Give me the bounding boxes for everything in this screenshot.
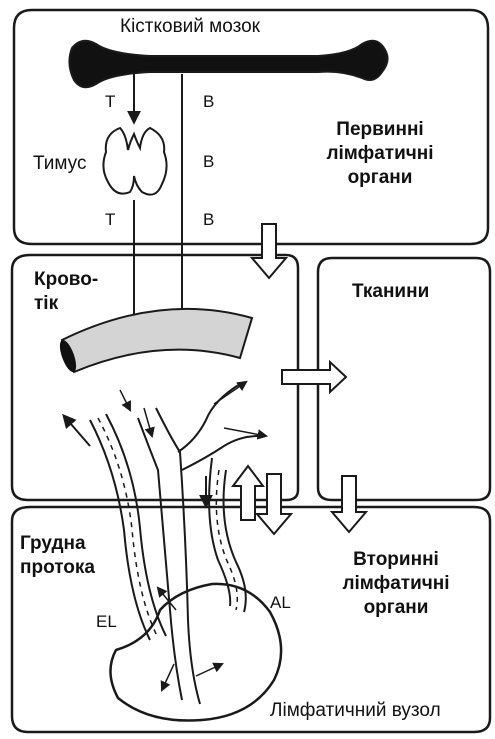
t-cell-label-bottom: T — [105, 210, 115, 230]
b-cell-label-2: B — [203, 152, 214, 172]
arrow-primary-to-blood — [252, 224, 286, 278]
bone-marrow-label: Кістковий мозок — [120, 16, 260, 38]
thymus-label: Тимус — [33, 153, 86, 175]
bloodstream-line-2: тік — [34, 292, 98, 316]
bloodstream-label: Крово- тік — [34, 268, 98, 316]
efferent-label: EL — [96, 612, 117, 632]
flow-arrow-2 — [224, 428, 266, 436]
afferent-label: AL — [270, 593, 291, 613]
primary-organs-line-2: лімфатичні — [300, 142, 460, 166]
t-cell-label-top: T — [105, 92, 115, 112]
tissues-label: Тканини — [352, 280, 429, 304]
primary-organs-line-3: органи — [300, 166, 460, 190]
thoracic-duct-line-2: протока — [20, 556, 95, 580]
primary-organs-line-1: Первинні — [300, 118, 460, 142]
primary-organs-label: Первинні лімфатичні органи — [300, 118, 460, 190]
flow-arrow-3 — [144, 408, 152, 436]
thoracic-duct-label: Грудна протока — [20, 532, 95, 580]
arrow-tissues-to-secondary — [332, 476, 366, 532]
arrow-secondary-to-blood — [233, 466, 263, 520]
thoracic-duct-exit-arrow — [64, 416, 90, 446]
bone-shape — [69, 41, 387, 87]
flow-arrow-4 — [120, 390, 130, 410]
thoracic-duct-line-1: Грудна — [20, 532, 95, 556]
arrow-blood-to-tissues — [282, 362, 346, 392]
flow-arrow-1 — [214, 382, 246, 404]
secondary-organs-line-3: органи — [316, 596, 476, 620]
venule-branch-lower — [182, 436, 258, 470]
thymus-shape — [103, 128, 166, 195]
blood-vessel — [62, 309, 252, 372]
bloodstream-line-1: Крово- — [34, 268, 98, 292]
secondary-organs-label: Вторинні лімфатичні органи — [316, 548, 476, 620]
arrow-blood-to-secondary — [257, 474, 291, 534]
thoracic-duct-flow — [98, 418, 158, 638]
lymph-node-label: Лімфатичний вузол — [270, 700, 441, 722]
b-cell-label-1: B — [203, 92, 214, 112]
b-cell-label-3: B — [203, 210, 214, 230]
secondary-organs-line-2: лімфатичні — [316, 572, 476, 596]
secondary-organs-line-1: Вторинні — [316, 548, 476, 572]
